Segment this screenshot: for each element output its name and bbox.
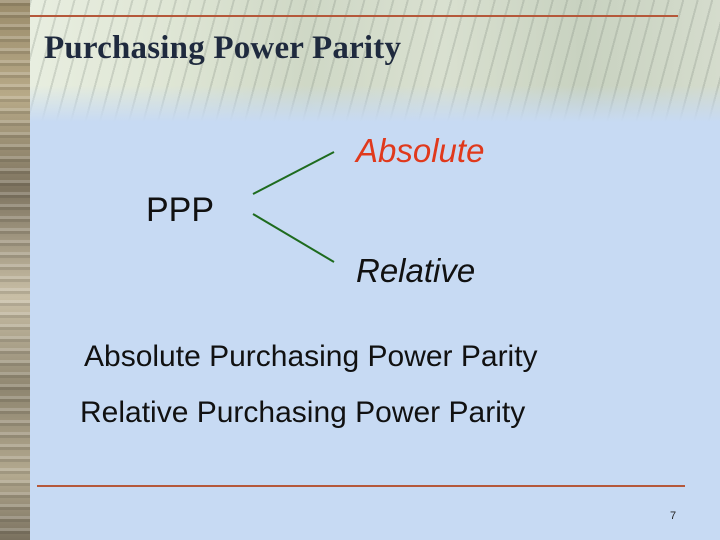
header-divider [30, 15, 678, 17]
connector-to-relative [252, 213, 335, 263]
diagram-label-absolute: Absolute [356, 132, 485, 169]
text-line-absolute-ppp: Absolute Purchasing Power Parity [84, 340, 538, 373]
text-line-relative-ppp: Relative Purchasing Power Parity [80, 396, 526, 429]
coins-photo-strip [0, 0, 30, 540]
page-number: 7 [670, 510, 677, 522]
diagram-label-ppp: PPP [146, 191, 215, 229]
connector-to-absolute [252, 151, 335, 195]
header-banner-image [30, 0, 720, 122]
footer-divider [37, 485, 685, 487]
diagram-label-relative: Relative [356, 252, 476, 289]
slide-title: Purchasing Power Parity [44, 30, 402, 66]
